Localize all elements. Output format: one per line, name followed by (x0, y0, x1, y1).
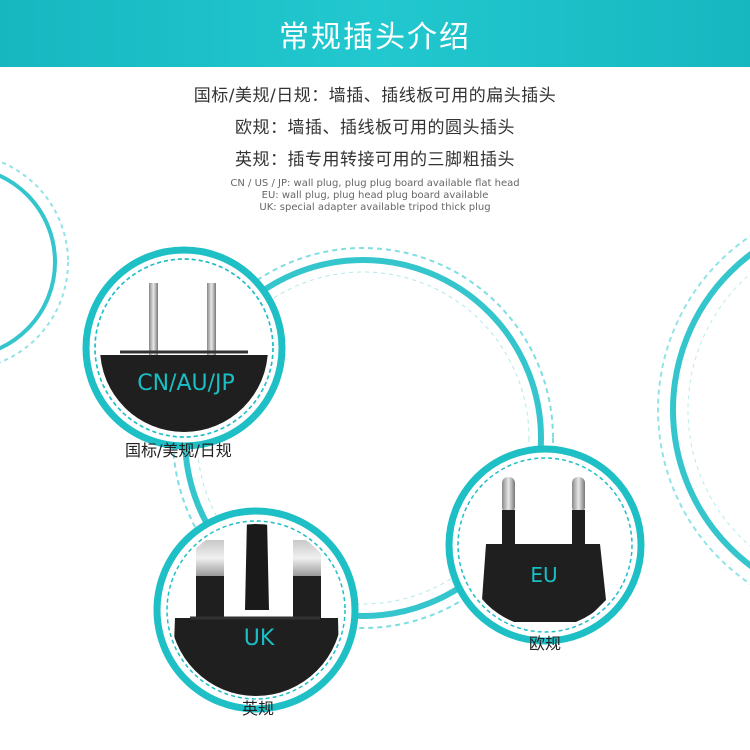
flat-pin-icon (207, 283, 216, 355)
round-pin-icon (502, 477, 515, 513)
round-pin-icon (572, 477, 585, 513)
intro-line-uk: 英规：插专用转接可用的三脚粗插头 (235, 150, 515, 170)
intro-english: CN / US / JP: wall plug, plug plug board… (0, 178, 750, 214)
earth-pin-icon (245, 524, 269, 610)
intro-chinese: 国标/美规/日规：墙插、插线板可用的扁头插头 欧规：墙插、插线板可用的圆头插头 … (0, 80, 750, 176)
caption-uk: 英规 (242, 699, 275, 718)
flat-pin-icon (149, 283, 158, 355)
plug-cn-au-jp: CN/AU/JP (82, 246, 286, 450)
intro-en-line-eu: EU: wall plug, plug head plug board avai… (261, 190, 489, 201)
square-pin-icon (196, 540, 224, 576)
header-banner: 常规插头介绍 (0, 0, 750, 67)
badge-eu: EU (530, 563, 557, 587)
badge-uk: UK (244, 626, 275, 651)
page-title: 常规插头介绍 (279, 19, 471, 55)
caption-cn-au-jp: 国标/美规/日规 (125, 441, 232, 460)
intro-en-line-cn-us-jp: CN / US / JP: wall plug, plug plug board… (230, 178, 520, 189)
badge-cn-au-jp: CN/AU/JP (137, 371, 235, 396)
intro-en-line-uk: UK: special adapter available tripod thi… (259, 202, 491, 213)
intro-line-eu: 欧规：墙插、插线板可用的圆头插头 (235, 118, 515, 138)
intro-line-cn-us-jp: 国标/美规/日规：墙插、插线板可用的扁头插头 (193, 86, 557, 106)
plug-eu: EU (445, 445, 645, 645)
plug-uk: UK (153, 507, 359, 713)
caption-eu: 欧规 (529, 634, 562, 653)
